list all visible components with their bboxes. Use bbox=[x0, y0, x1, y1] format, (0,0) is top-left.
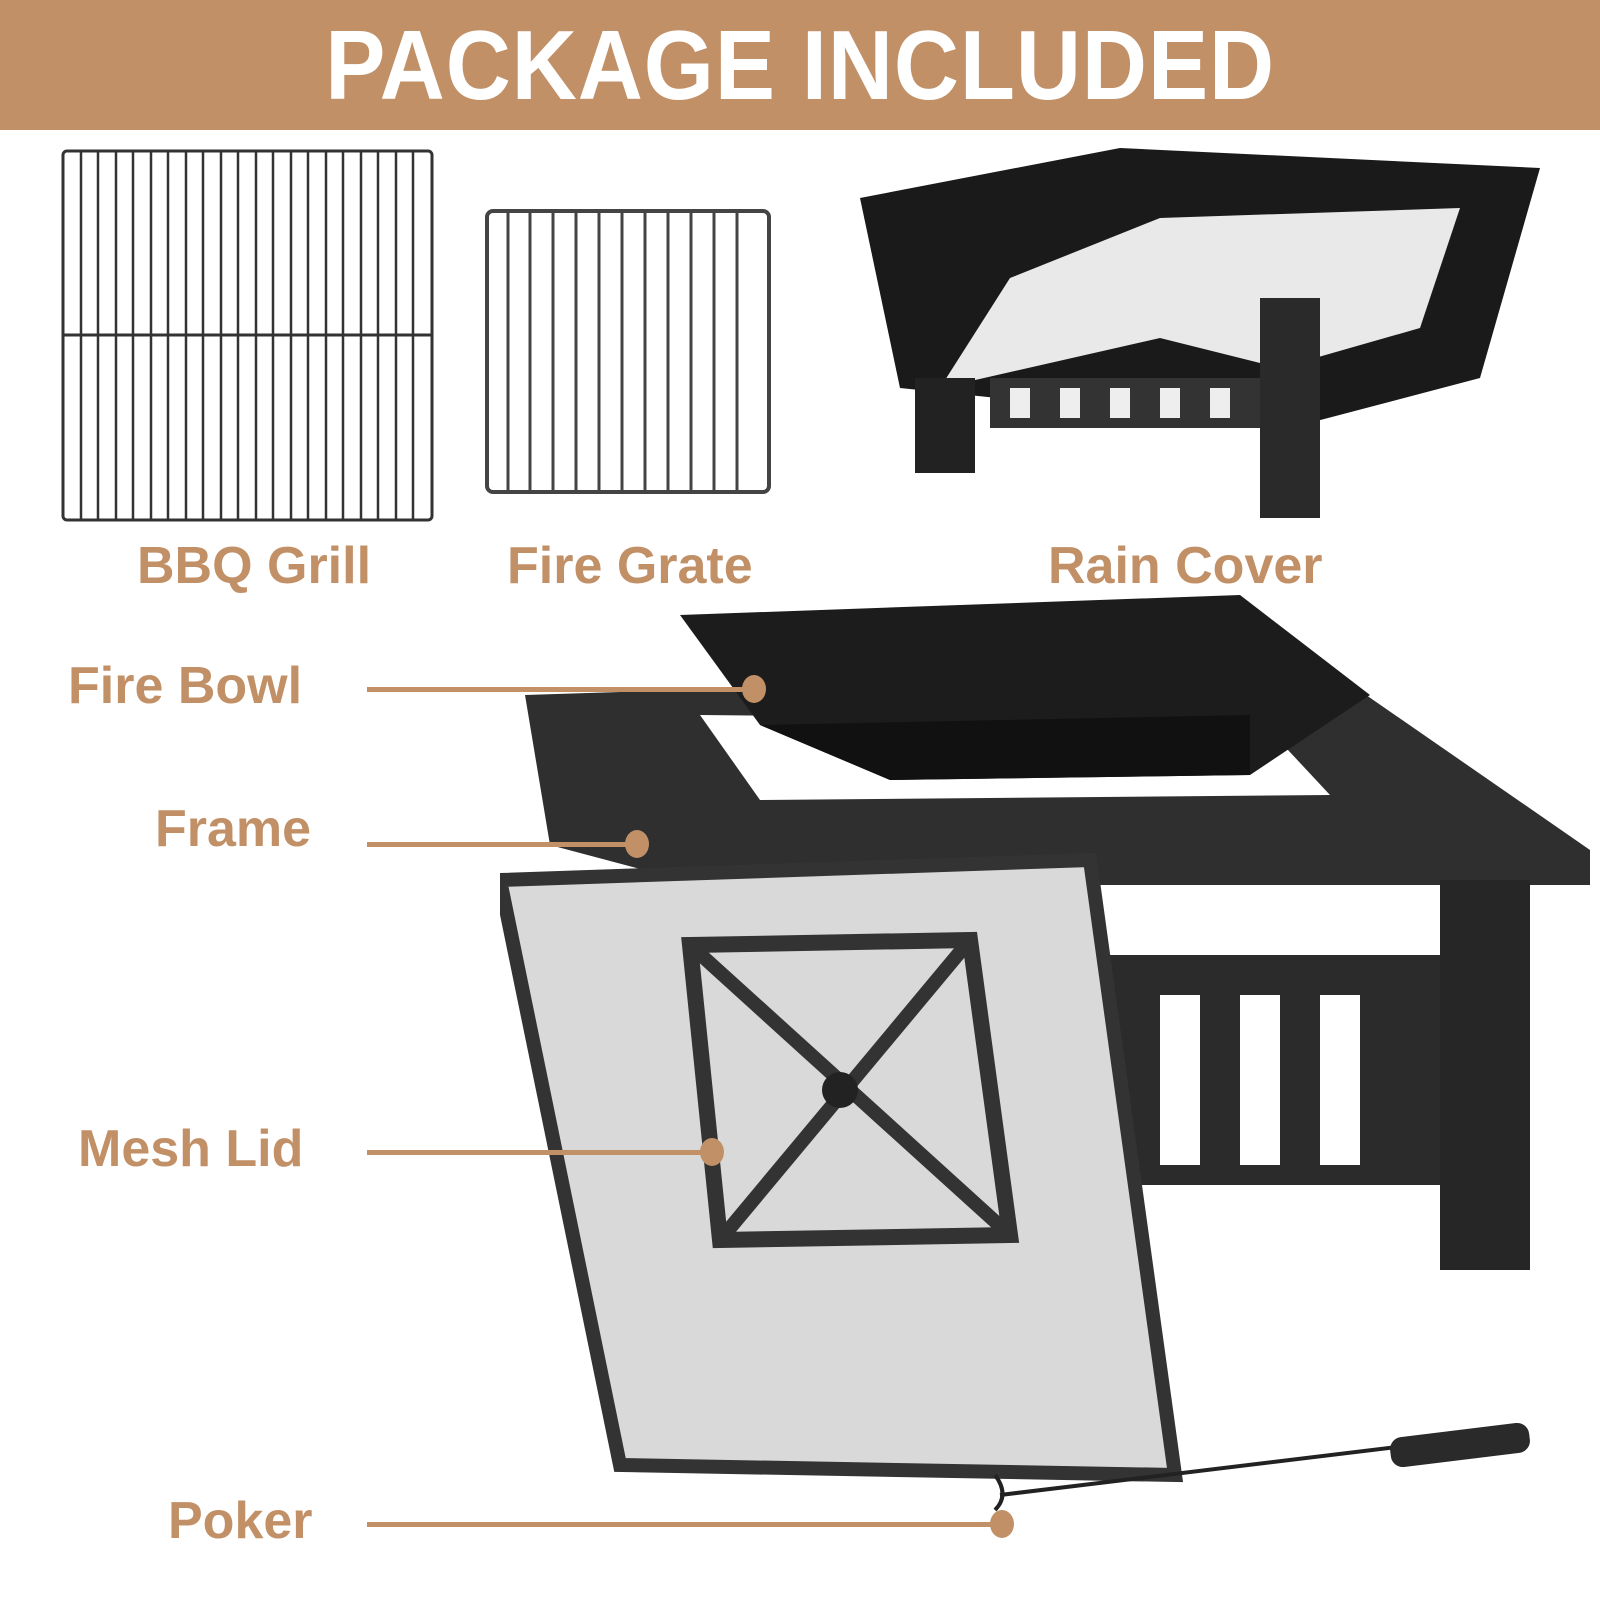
leader-line-poker bbox=[367, 1522, 997, 1527]
leader-line-mesh-lid bbox=[367, 1150, 707, 1155]
pointer-dot-mesh-lid bbox=[700, 1138, 724, 1166]
part-label-mesh-lid: Mesh Lid bbox=[78, 1120, 304, 1178]
accessory-label-bbq-grill: BBQ Grill bbox=[137, 537, 372, 595]
accessory-label-fire-grate: Fire Grate bbox=[507, 537, 753, 595]
fire-pit-image bbox=[500, 595, 1590, 1512]
part-label-poker: Poker bbox=[168, 1492, 313, 1550]
pointer-dot-poker bbox=[990, 1510, 1014, 1538]
rain-cover-image bbox=[860, 148, 1540, 518]
pointer-dot-fire-bowl bbox=[742, 675, 766, 703]
part-label-frame: Frame bbox=[155, 800, 312, 858]
header-banner: PACKAGE INCLUDED bbox=[0, 0, 1600, 130]
page-title: PACKAGE INCLUDED bbox=[325, 9, 1275, 120]
part-label-fire-bowl: Fire Bowl bbox=[68, 657, 303, 715]
accessory-label-rain-cover: Rain Cover bbox=[1048, 537, 1323, 595]
fire-grate-image bbox=[485, 209, 771, 494]
bbq-grill-image bbox=[61, 149, 434, 522]
pointer-dot-frame bbox=[625, 830, 649, 858]
leader-line-frame bbox=[367, 842, 627, 847]
leader-line-fire-bowl bbox=[367, 687, 747, 692]
